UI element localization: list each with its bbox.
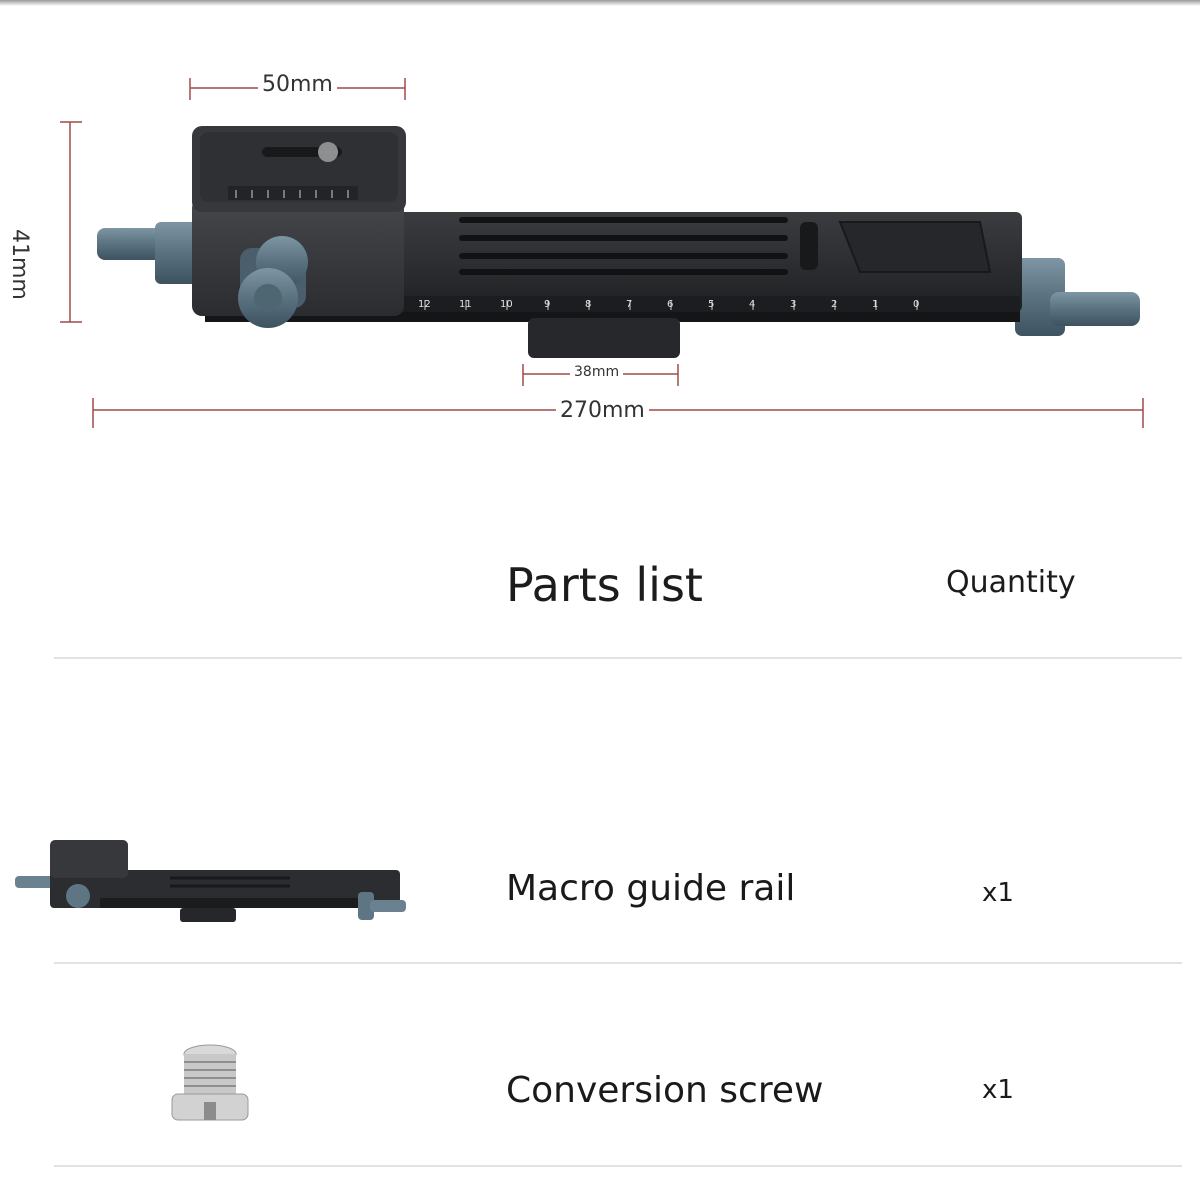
plate-screw	[318, 142, 338, 162]
left-rod	[97, 228, 167, 260]
table-divider	[54, 962, 1182, 964]
scale-label: 8	[585, 299, 591, 310]
dimension-clamp-width: 38mm	[570, 364, 624, 380]
rail-scale-labels: 14 13 12 11 10 9 8 7 6 5 4 3 2 1 0	[336, 299, 919, 310]
rail-bottom-edge	[205, 312, 1020, 322]
scale-label: 6	[667, 299, 673, 310]
part-quantity-macro-rail: x1	[982, 878, 1014, 908]
part-name-macro-rail: Macro guide rail	[506, 868, 796, 909]
part-name-conversion-screw: Conversion screw	[506, 1070, 824, 1111]
scale-label: 10	[500, 299, 513, 310]
dimension-height: 41mm	[7, 229, 32, 300]
dimension-total-length: 270mm	[556, 398, 649, 423]
scale-label: 9	[544, 299, 550, 310]
scale-label: 2	[831, 299, 837, 310]
right-rod	[1050, 292, 1140, 326]
scale-label: 1	[872, 299, 878, 310]
table-divider	[54, 1165, 1182, 1167]
macro-rail-image	[15, 840, 406, 922]
scale-label: 5	[708, 299, 714, 310]
dimension-top-width: 50mm	[258, 72, 337, 97]
rail-grooves	[459, 217, 788, 275]
part-quantity-conversion-screw: x1	[982, 1075, 1014, 1105]
plate-scale-ticks	[235, 190, 349, 198]
quantity-header: Quantity	[946, 565, 1076, 600]
scale-label: 0	[913, 299, 919, 310]
top-shadow-band	[0, 0, 1200, 6]
bottom-clamp	[528, 318, 680, 358]
screw-image	[171, 1044, 249, 1121]
top-plate-face	[200, 132, 398, 202]
plate-scale	[228, 186, 358, 200]
scale-label: 4	[749, 299, 755, 310]
parts-list-header: Parts list	[506, 558, 703, 612]
scale-label: 12	[418, 299, 431, 310]
scale-label: 7	[626, 299, 632, 310]
rail-scale-strip	[320, 296, 1020, 316]
rail-slot	[800, 222, 818, 270]
scale-label: 11	[459, 299, 472, 310]
knob-center	[254, 284, 282, 312]
table-divider	[54, 657, 1182, 659]
rail-emboss	[838, 221, 992, 273]
scale-label: 3	[790, 299, 796, 310]
product-dimension-figure: 14 13 12 11 10 9 8 7 6 5 4 3 2 1 0	[60, 78, 1144, 428]
